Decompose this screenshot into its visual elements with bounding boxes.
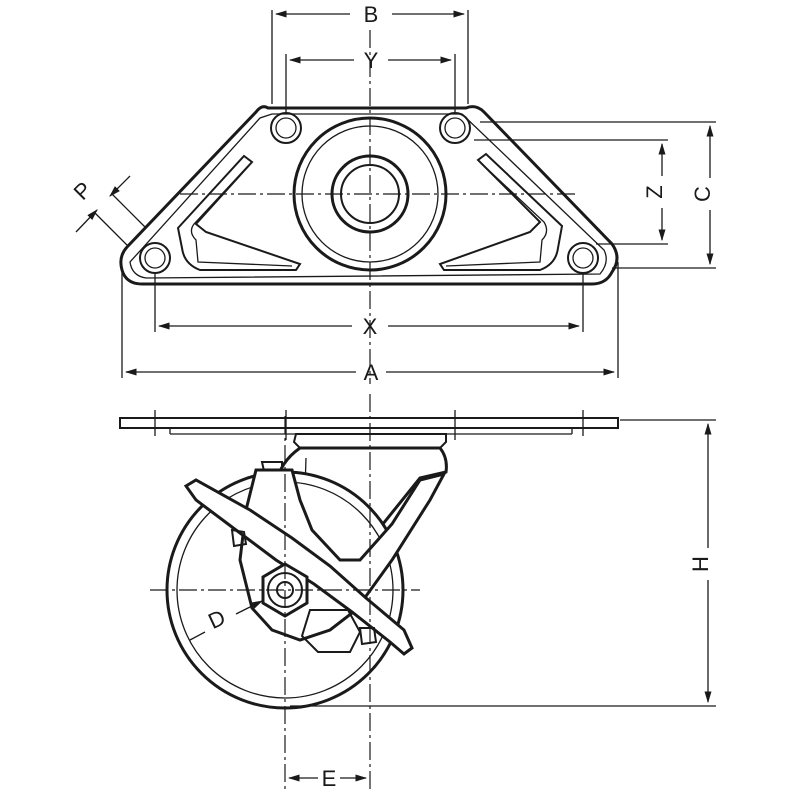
dimension-A: A xyxy=(121,262,619,385)
label-Z: Z xyxy=(642,185,667,198)
brake-pad xyxy=(300,609,362,653)
dimension-H: H xyxy=(290,419,716,707)
rib-slot-right xyxy=(438,152,564,271)
plate-outline xyxy=(119,105,619,286)
label-A: A xyxy=(364,360,379,385)
dimension-E: E xyxy=(287,766,368,791)
label-H: H xyxy=(688,556,713,572)
label-C: C xyxy=(690,186,715,202)
brake-lever-tab-lower xyxy=(358,627,378,646)
mounting-hole-top-left xyxy=(270,112,302,144)
rib-slot-left xyxy=(176,154,302,271)
side-plate xyxy=(119,417,619,429)
mounting-hole-bottom-right xyxy=(567,242,599,274)
brake-lever xyxy=(183,478,414,656)
label-P: P xyxy=(69,177,97,205)
dimension-Y: Y xyxy=(285,48,456,112)
dimension-Z: Z xyxy=(474,139,668,245)
rib-slot-left-inner xyxy=(190,165,293,267)
dimension-X: X xyxy=(154,274,584,339)
plate-inner-rim xyxy=(129,113,607,279)
mounting-hole-bottom-left xyxy=(139,242,171,274)
label-E: E xyxy=(322,766,337,791)
side-view xyxy=(119,394,619,790)
dimension-C: C xyxy=(480,121,716,269)
rib-slot-right-inner xyxy=(445,163,548,267)
dimension-B: B xyxy=(271,2,469,104)
label-B: B xyxy=(364,2,379,27)
brake-lever-tab-upper xyxy=(230,528,248,548)
label-Y: Y xyxy=(364,48,379,73)
top-plate-view xyxy=(119,30,619,384)
label-X: X xyxy=(363,314,378,339)
mounting-hole-top-right xyxy=(439,112,471,144)
dimension-P: P xyxy=(69,175,147,247)
